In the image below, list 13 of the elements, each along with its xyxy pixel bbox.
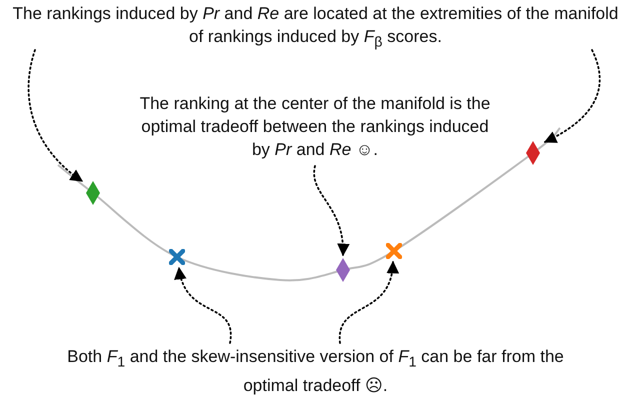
diamond-marker <box>336 258 350 282</box>
annotation-text: Both F$_{1}$ and the skew-insensitive version of F$_{1}$ can be far from the optimal tradeoff ☹. <box>40 345 591 398</box>
dotted-arrow <box>339 260 398 344</box>
dotted-arrow <box>544 49 601 143</box>
dotted-arrow <box>313 165 350 256</box>
dotted-arrow <box>175 266 232 344</box>
cross-marker <box>169 249 185 265</box>
diamond-marker <box>526 141 540 165</box>
dotted-arrow <box>28 49 84 182</box>
cross-marker <box>386 243 402 259</box>
diamond-marker <box>86 181 100 205</box>
annotation-text: The ranking at the center of the manifold is the optimal tradeoff between the rankings induced by Pr and Re ☺. <box>130 92 500 161</box>
annotation-text: The rankings induced by Pr and Re are located at the extremities of the manifold of rankings induced by F$_{β}$ scores. <box>12 2 619 54</box>
